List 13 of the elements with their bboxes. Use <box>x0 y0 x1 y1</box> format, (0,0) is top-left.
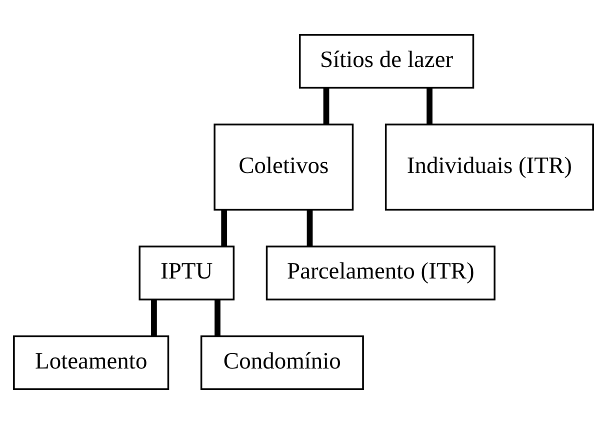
node-box: Individuais (ITR) <box>384 123 594 210</box>
connector <box>323 88 330 124</box>
node-box: Condomínio <box>200 334 364 390</box>
connector <box>214 299 220 336</box>
node-box: Coletivos <box>214 123 354 210</box>
connector <box>221 210 228 246</box>
node-box: Sítios de lazer <box>298 34 474 88</box>
node-box: Loteamento <box>13 334 170 390</box>
connector <box>151 299 157 336</box>
connector <box>306 210 313 246</box>
connector <box>426 88 432 124</box>
node-box: Parcelamento (ITR) <box>266 245 496 300</box>
node-box: IPTU <box>138 245 235 300</box>
